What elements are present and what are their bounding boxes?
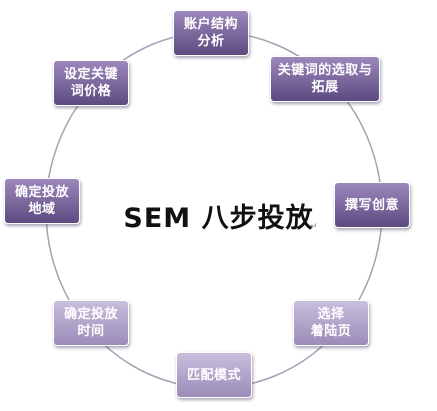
step-box-delivery-region: 确定投放 地域 (4, 178, 80, 224)
step-box-write-creative: 撰写创意 (334, 182, 410, 228)
step-box-keyword-price: 设定关键 词价格 (53, 60, 129, 106)
step-label: 账户结构 分析 (183, 17, 238, 49)
step-label: 选择 着陆页 (310, 307, 352, 339)
step-label: 确定投放 时间 (63, 307, 118, 339)
step-label: 匹配模式 (186, 367, 241, 383)
step-label: 撰写创意 (344, 197, 399, 213)
step-label: 关键词的选取与 拓展 (277, 63, 373, 95)
step-box-account-structure: 账户结构 分析 (173, 10, 249, 56)
return-mark-icon: ↵ (310, 222, 318, 232)
step-label: 设定关键 词价格 (63, 67, 118, 99)
step-box-match-type: 匹配模式 (176, 352, 252, 398)
diagram-title: SEM 八步投放 (123, 203, 314, 234)
step-box-delivery-time: 确定投放 时间 (53, 300, 129, 346)
step-box-keyword-selection: 关键词的选取与 拓展 (270, 56, 380, 102)
step-label: 确定投放 地域 (14, 185, 69, 217)
step-box-landing-page: 选择 着陆页 (293, 300, 369, 346)
